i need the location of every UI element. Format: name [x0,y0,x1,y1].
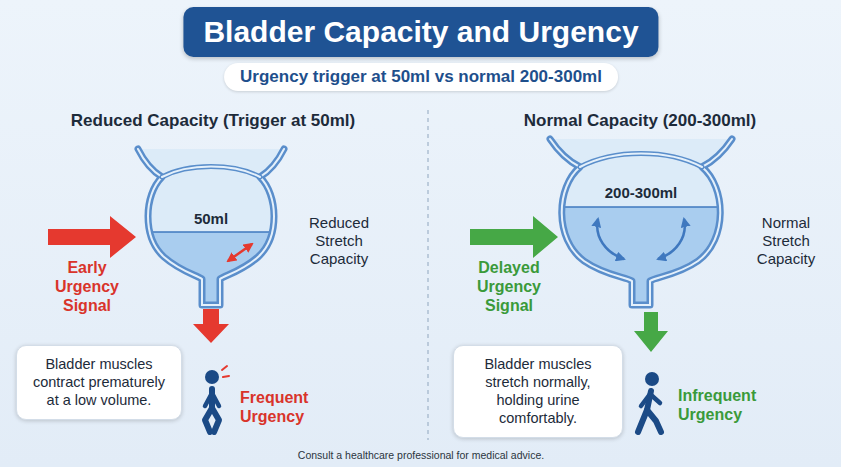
section-heading: Reduced Capacity (Trigger at 50ml) [71,111,355,131]
volume-label: 200-300ml [581,184,701,201]
divider-line [427,110,428,440]
title-banner: Bladder Capacity and Urgency [183,7,658,57]
description-text: Bladder muscles stretch normally, holdin… [464,355,612,428]
fluid-level [540,206,742,208]
title-text: Bladder Capacity and Urgency [203,13,638,51]
urgency-label: Infrequent Urgency [678,386,778,424]
volume-label: 50ml [151,210,271,227]
person-arms [641,394,660,406]
bladder-shape: 200-300ml [540,135,742,307]
bladder-wall [138,149,284,305]
person-legs [205,408,219,432]
bladder-wall [550,139,732,305]
bladder-wall-highlight [550,139,732,305]
signal-label: Delayed Urgency Signal [460,258,558,316]
stretch-label: Normal Stretch Capacity [745,214,827,268]
down-arrow [193,309,229,343]
caption-text: Consult a healthcare professional for me… [298,449,544,461]
urine-fluid [540,207,742,307]
signal-label: Early Urgency Signal [38,258,136,316]
bladder-wall [580,154,702,168]
description-text: Bladder muscles contract prematurely at … [27,355,171,409]
subtitle-text: Urgency trigger at 50ml vs normal 200-30… [224,63,618,91]
stretch-arrow [597,219,624,259]
stretch-arrow [658,219,685,259]
urgent-person-icon [205,366,229,432]
person-legs [638,410,661,432]
down-arrow [634,312,668,352]
bladder-wall-highlight [162,167,260,178]
stretch-arrow [228,244,252,261]
description-box: Bladder muscles stretch normally, holdin… [453,345,623,438]
bladder-outline [540,135,742,307]
person-head [645,372,659,386]
description-box: Bladder muscles contract prematurely at … [16,345,182,420]
motion-mark [222,366,229,377]
walking-person-icon [638,372,661,432]
bladder-shape: 50ml [128,145,294,307]
stretch-label: Reduced Stretch Capacity [296,214,382,268]
section-heading: Normal Capacity (200-300ml) [524,111,756,131]
bladder-wall-highlight [580,154,702,168]
person-arms [205,393,219,406]
person-head [205,370,219,384]
bladder-wall [162,167,260,178]
signal-arrow [470,216,558,258]
signal-arrow [48,216,136,258]
urgency-label: Frequent Urgency [240,388,332,426]
bladder-wall-highlight [138,149,284,305]
